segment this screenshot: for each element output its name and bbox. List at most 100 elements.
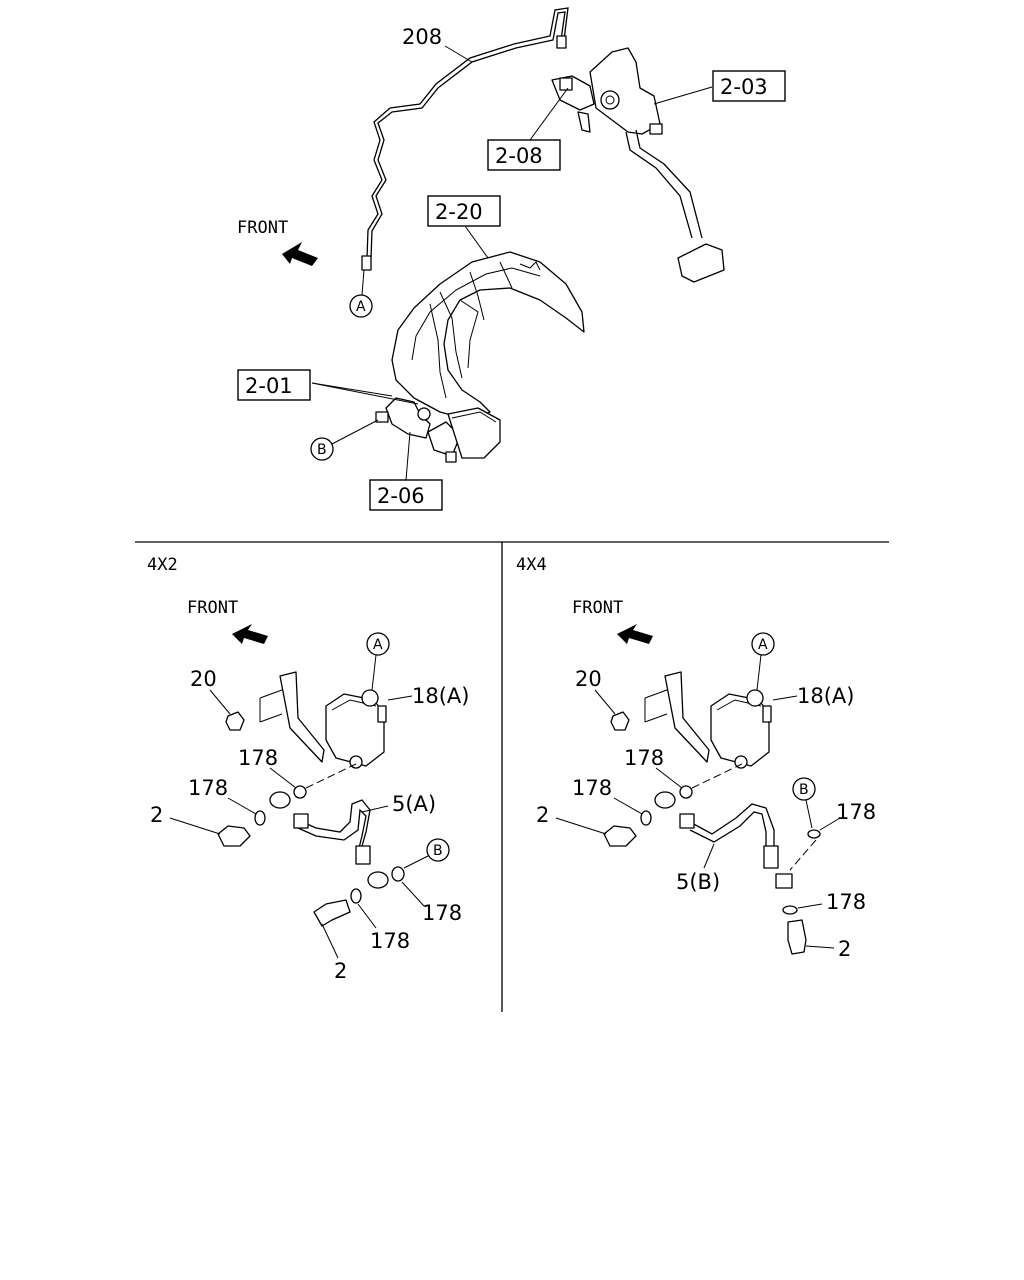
leader-2-06 bbox=[405, 431, 411, 481]
panel-4x2-label-178-3: 178 bbox=[422, 901, 462, 925]
panel-4x4-marker-b bbox=[792, 777, 816, 801]
panel-4x4-bracket bbox=[664, 671, 710, 763]
panel-4x4-nut bbox=[610, 711, 630, 731]
panel-4x2-bolt-2 bbox=[313, 899, 351, 927]
panel-4x4-label-2-1: 2 bbox=[536, 803, 549, 827]
panel-4x2-banjo-1 bbox=[269, 791, 291, 809]
panel-4x2-label-5a: 5(A) bbox=[392, 792, 436, 816]
panel-4x2-label-178-4: 178 bbox=[370, 929, 410, 953]
panel-4x2-label-2-1: 2 bbox=[150, 803, 163, 827]
box-2-20 bbox=[427, 195, 501, 227]
panel-4x2-leader-178-1 bbox=[269, 767, 297, 789]
marker-a-top bbox=[349, 294, 373, 318]
panel-4x2-leader-a bbox=[371, 654, 377, 691]
panel-4x2-title: 4X2 bbox=[147, 555, 178, 575]
panel-4x2-bolt-1 bbox=[217, 825, 251, 847]
panel-4x2-marker-a-label: A bbox=[373, 637, 383, 653]
panel-4x2-washer-1 bbox=[293, 785, 307, 799]
panel-4x2-leader-18a bbox=[387, 695, 413, 701]
panel-4x2-label-2-2: 2 bbox=[334, 959, 347, 983]
clutch-pedal-assembly bbox=[551, 47, 725, 283]
marker-a-top-label: A bbox=[356, 299, 366, 315]
panel-4x2-leader-178-4 bbox=[357, 903, 377, 929]
panel-4x4-leader-a bbox=[756, 654, 762, 691]
panel-4x2-leader-2-2 bbox=[321, 923, 339, 959]
panel-4x2-leader-5a bbox=[361, 805, 389, 813]
front-label-top: FRONT bbox=[237, 218, 288, 238]
marker-b-top bbox=[310, 437, 334, 461]
label-2-01: 2-01 bbox=[245, 374, 293, 398]
panel-4x4-leader-2-2 bbox=[805, 945, 835, 949]
panel-4x4-leader-20 bbox=[594, 689, 616, 715]
panel-4x2-washer-3 bbox=[391, 866, 405, 882]
panel-4x4-front-arrow bbox=[617, 624, 653, 644]
panel-4x4-leader-178-2 bbox=[613, 797, 643, 815]
panel-4x2-leader-178-2 bbox=[227, 797, 257, 815]
box-2-03 bbox=[712, 70, 786, 102]
panel-4x4-label-178-2: 178 bbox=[572, 776, 612, 800]
panel-4x4-marker-a bbox=[751, 632, 775, 656]
panel-4x2-reservoir bbox=[325, 693, 385, 767]
label-208: 208 bbox=[402, 25, 442, 49]
box-2-06 bbox=[369, 479, 443, 511]
panel-4x2-leader-b bbox=[403, 855, 429, 869]
panel-4x2-leader-178-3 bbox=[401, 881, 425, 907]
panel-4x2-washer-2 bbox=[254, 810, 266, 826]
marker-b-top-label: B bbox=[317, 442, 327, 458]
leader-2-03 bbox=[653, 86, 713, 105]
panel-4x4-leader-178-4 bbox=[797, 903, 823, 909]
label-2-06: 2-06 bbox=[377, 484, 425, 508]
panel-4x4-bolt-2 bbox=[787, 919, 807, 955]
panel-4x2-hose bbox=[297, 799, 371, 847]
panel-4x2-dash-1 bbox=[305, 763, 357, 789]
clutch-housing bbox=[391, 251, 585, 421]
panel-4x4-label-2-2: 2 bbox=[838, 937, 851, 961]
panel-4x4-leader-178-1 bbox=[655, 767, 683, 789]
panel-4x2-label-18a: 18(A) bbox=[412, 684, 469, 708]
panel-4x4-label-178-4: 178 bbox=[826, 890, 866, 914]
panel-4x2-marker-a bbox=[366, 632, 390, 656]
panel-4x4-leader-18a bbox=[772, 695, 798, 701]
panel-4x4-washer-2 bbox=[640, 810, 652, 826]
leader-marker-a-top bbox=[361, 269, 365, 296]
panel-4x2-leader-2-1 bbox=[169, 817, 221, 835]
panel-4x2-label-178-2: 178 bbox=[188, 776, 228, 800]
leader-marker-b-top bbox=[331, 419, 379, 445]
box-2-08 bbox=[487, 139, 561, 171]
leader-2-08 bbox=[529, 87, 569, 141]
panel-4x4-label-18a: 18(A) bbox=[797, 684, 854, 708]
leader-208 bbox=[444, 45, 473, 63]
panel-4x4-dash-1 bbox=[691, 763, 743, 789]
panel-4x4-leader-5b bbox=[703, 843, 715, 869]
panel-4x2-label-20: 20 bbox=[190, 667, 217, 691]
front-arrow-top bbox=[282, 242, 318, 266]
panel-4x4-label-178-3: 178 bbox=[836, 800, 876, 824]
panel-4x4-washer-3 bbox=[807, 829, 821, 839]
panel-4x2-label-178-1: 178 bbox=[238, 746, 278, 770]
panel-4x2-washer-4 bbox=[350, 888, 362, 904]
panel-4x4-label-178-1: 178 bbox=[624, 746, 664, 770]
panel-4x2-marker-b-label: B bbox=[433, 843, 443, 859]
panel-4x2-front-arrow bbox=[232, 624, 268, 644]
panel-4x2-front-label: FRONT bbox=[187, 598, 238, 618]
panel-4x4-washer-1 bbox=[679, 785, 693, 799]
panel-4x4-label-5b: 5(B) bbox=[676, 870, 720, 894]
leader-2-20 bbox=[464, 225, 489, 259]
panel-4x4-bolt-1 bbox=[603, 825, 637, 847]
panel-4x4-marker-a-label: A bbox=[758, 637, 768, 653]
panel-4x4-marker-b-label: B bbox=[799, 782, 809, 798]
label-2-20: 2-20 bbox=[435, 200, 483, 224]
panel-4x2-leader-20 bbox=[209, 689, 231, 715]
panel-4x4-washer-4 bbox=[782, 905, 798, 915]
panel-4x4-label-20: 20 bbox=[575, 667, 602, 691]
panel-4x4-front-label: FRONT bbox=[572, 598, 623, 618]
panel-4x4-banjo-1 bbox=[654, 791, 676, 809]
panel-4x4-leader-b bbox=[805, 799, 813, 829]
panel-4x2-marker-b bbox=[426, 838, 450, 862]
panel-4x4-hose bbox=[689, 803, 775, 846]
release-cylinder-assembly bbox=[375, 397, 501, 463]
panel-4x2-bracket bbox=[279, 671, 325, 763]
panel-4x4-reservoir bbox=[710, 693, 770, 767]
panel-4x4-leader-2-1 bbox=[555, 817, 607, 835]
